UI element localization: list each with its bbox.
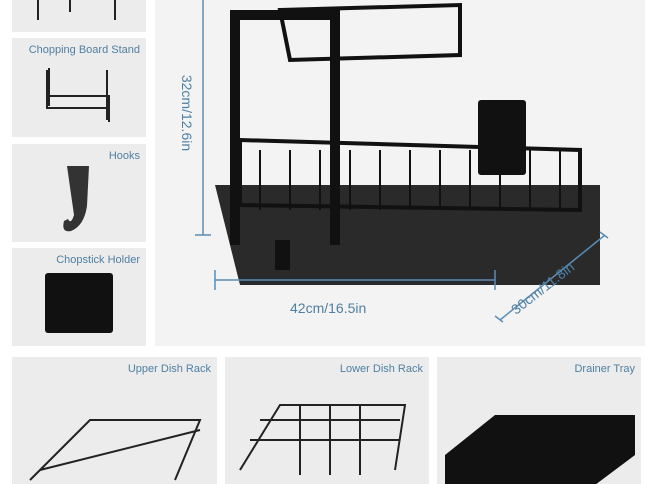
hook-icon: [63, 166, 89, 232]
part-label: Chopping Board Stand: [28, 44, 140, 56]
dimension-lines: [195, 0, 609, 323]
part-label: Drainer Tray: [574, 363, 635, 375]
utensil-holder-panel: [12, 0, 146, 32]
drainer-tray-icon: [445, 415, 635, 484]
part-panel-chopping-board: Chopping Board Stand: [12, 38, 146, 137]
height-dimension: 32cm/12.6in: [179, 74, 195, 152]
chopping-board-stand-icon: [46, 68, 110, 122]
width-dimension: 42cm/16.5in: [290, 300, 367, 316]
part-label: Lower Dish Rack: [339, 363, 423, 375]
part-label: Upper Dish Rack: [127, 363, 211, 375]
chopstick-holder-icon: [45, 273, 113, 333]
dish-rack-icon: [215, 2, 600, 285]
part-label: Hooks: [108, 150, 140, 162]
part-label: Chopstick Holder: [56, 254, 140, 266]
